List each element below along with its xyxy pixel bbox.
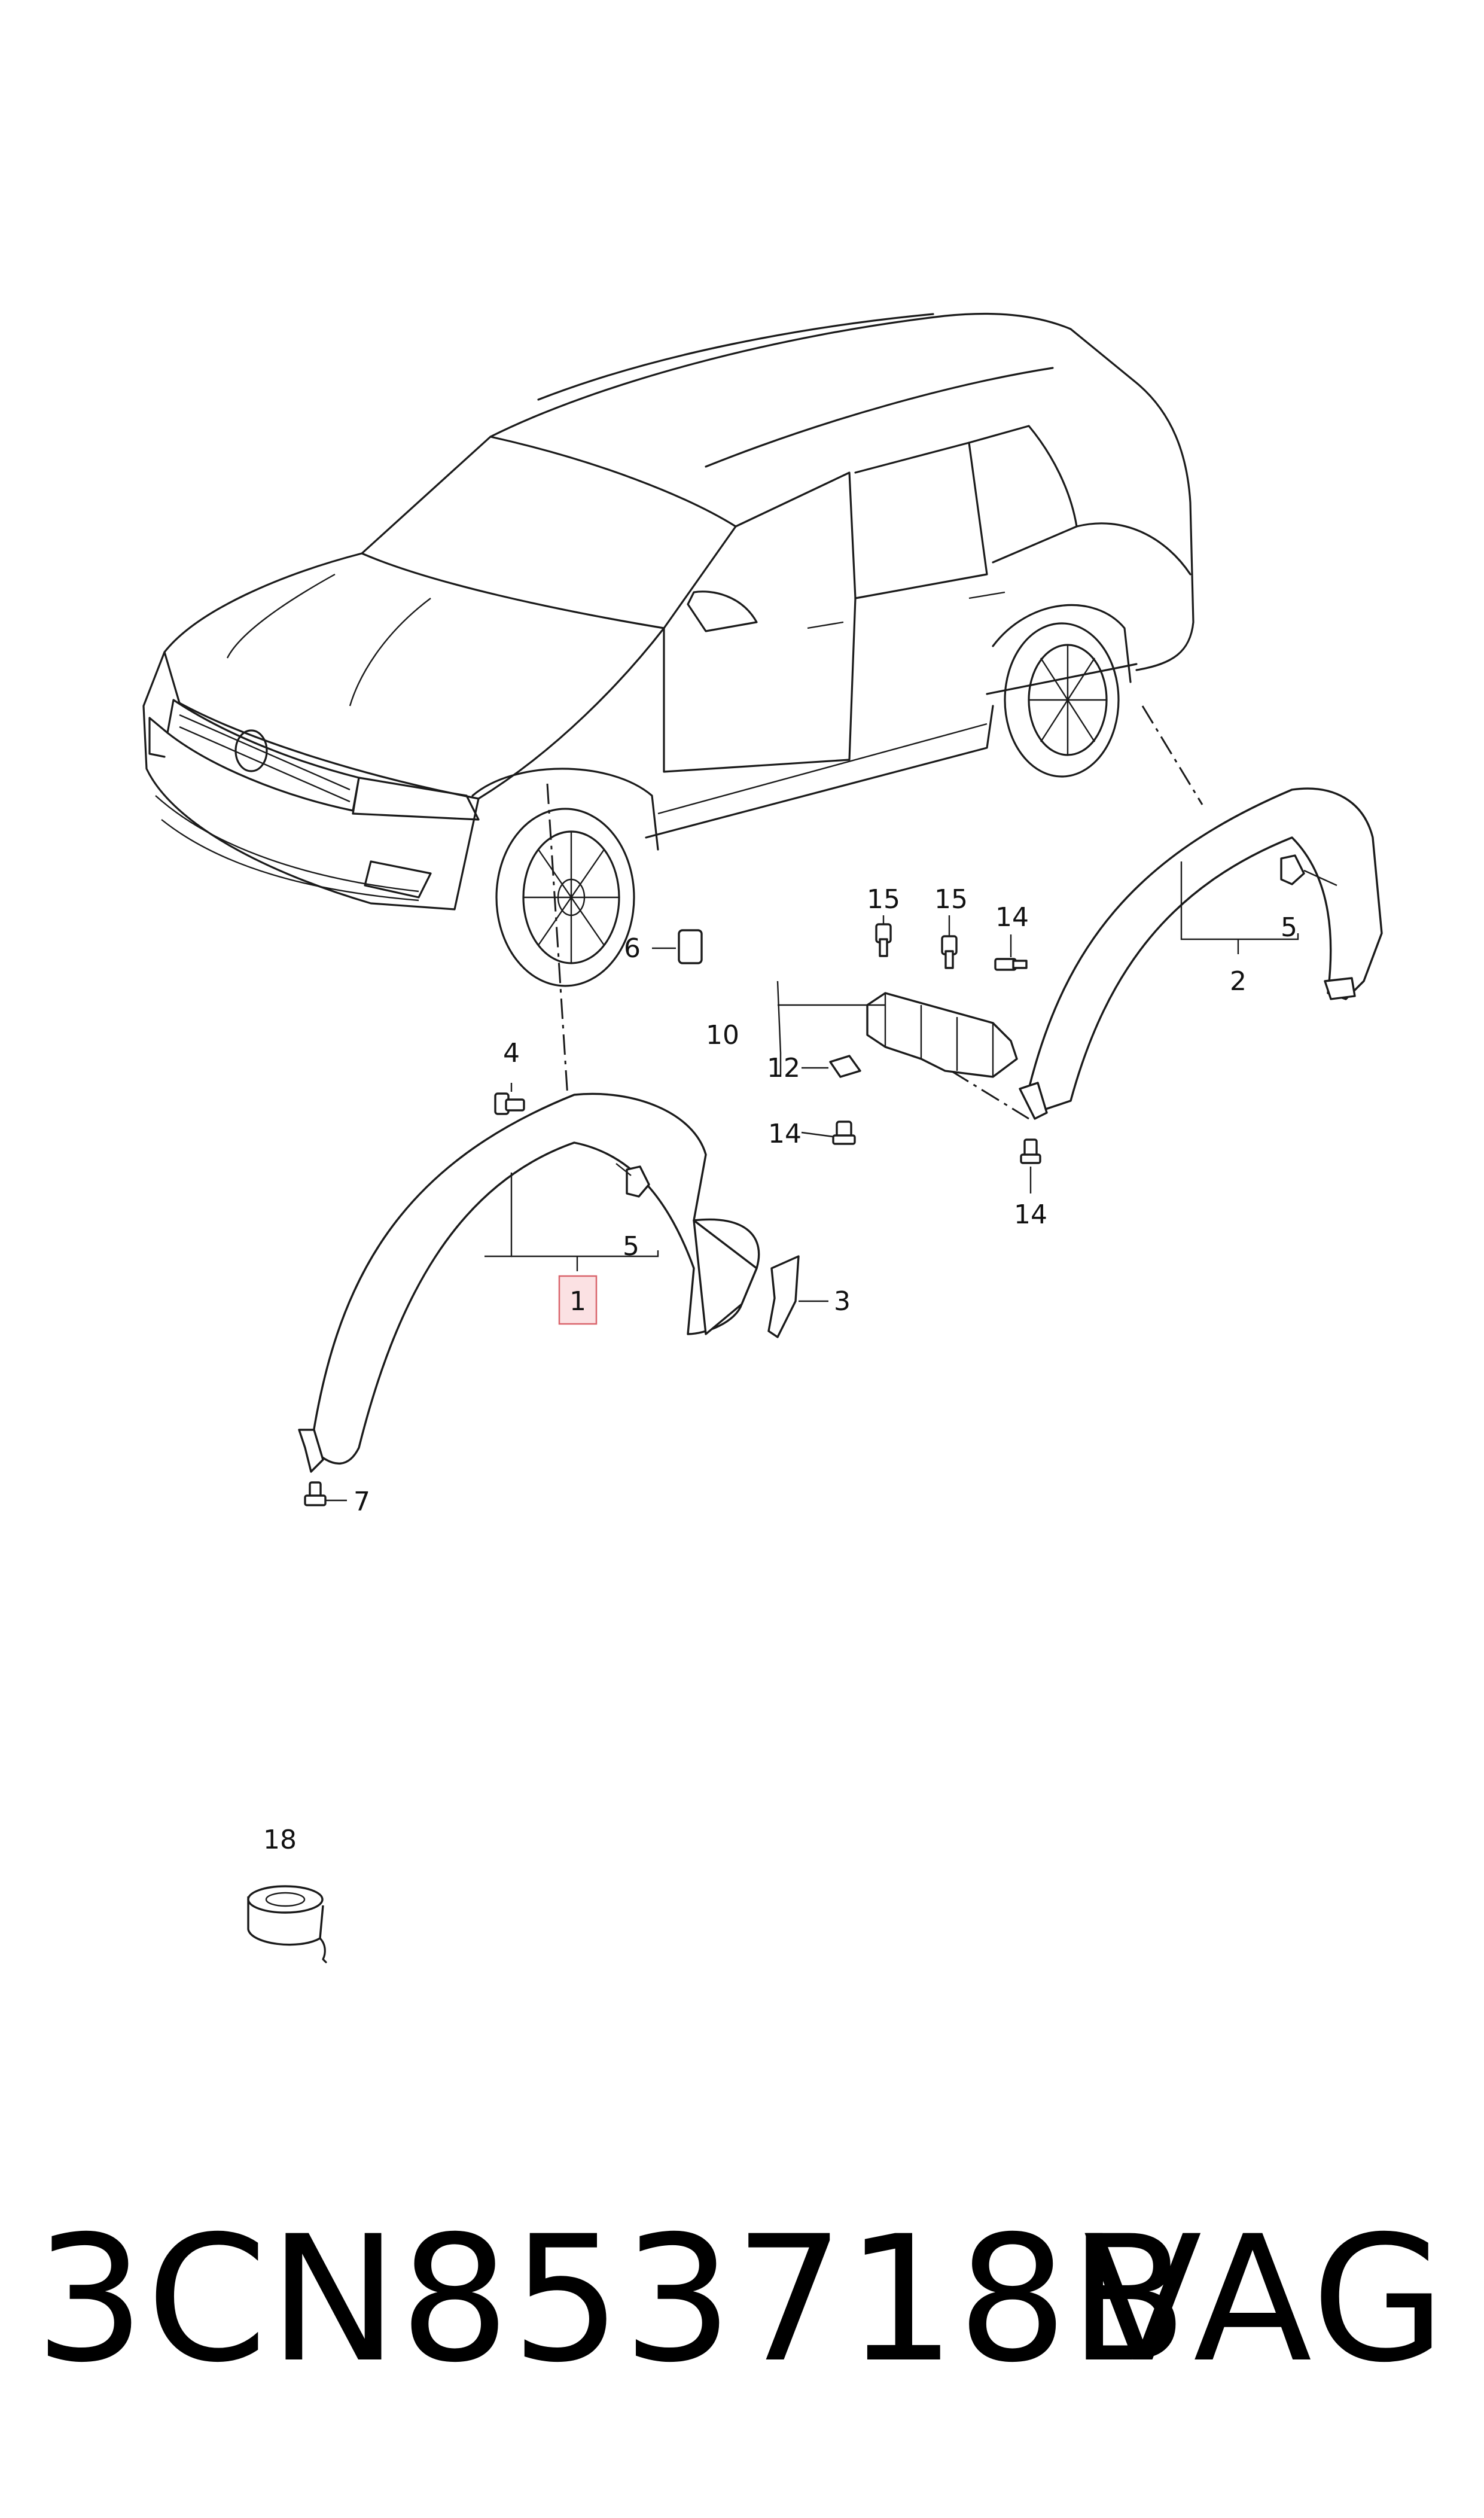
callout-7[interactable]: 7: [354, 1487, 370, 1517]
callout-14-right[interactable]: 14: [1014, 1199, 1047, 1230]
screw-part-14-top: [994, 958, 1028, 971]
screw-part-15-left: [875, 923, 892, 957]
leader-front-wheel: [546, 783, 569, 1107]
leader-rear-wheel: [1141, 705, 1203, 805]
callout-2[interactable]: 2: [1230, 966, 1247, 997]
callout-5-front[interactable]: 5: [623, 1231, 639, 1262]
callout-1[interactable]: 1: [569, 1286, 586, 1317]
callout-5-rear[interactable]: 5: [1281, 912, 1297, 943]
brand-label: VAG: [1083, 2199, 1448, 2401]
callout-15-left[interactable]: 15: [867, 884, 900, 915]
callout-3[interactable]: 3: [834, 1286, 851, 1317]
wheel-arch-trim-part-2: [1019, 787, 1383, 1120]
callout-12[interactable]: 12: [767, 1053, 800, 1083]
clip-part-5-rear: [1280, 854, 1337, 887]
trim-part-3: [767, 1255, 800, 1338]
vehicle-illustration: [142, 312, 1194, 987]
screw-part-14-bottom: [832, 1121, 856, 1145]
clip-part-6: [652, 929, 703, 964]
screw-part-14-right: [1020, 1138, 1041, 1164]
callout-leaders: [326, 861, 1299, 1502]
clip-part-12: [829, 1055, 861, 1078]
callout-6[interactable]: 6: [624, 933, 641, 964]
screw-part-15-right: [941, 935, 958, 969]
callout-10[interactable]: 10: [706, 1020, 739, 1051]
callout-18[interactable]: 18: [263, 1825, 297, 1855]
callout-15-right[interactable]: 15: [934, 884, 968, 915]
tape-roll-part-18: [247, 1885, 327, 1963]
clip-part-5-front: [615, 1163, 650, 1198]
screw-part-7: [304, 1481, 327, 1506]
callout-14-top[interactable]: 14: [995, 902, 1029, 933]
part-number-label: 3CN853718B: [35, 2199, 1189, 2401]
callout-1-highlight: [558, 1275, 598, 1325]
callout-14-bottom[interactable]: 14: [768, 1119, 802, 1149]
leader-bracket: [950, 1070, 1029, 1120]
bracket-part-10: [866, 992, 1018, 1078]
callout-4[interactable]: 4: [503, 1038, 520, 1068]
screw-part-4: [494, 1092, 525, 1115]
wheel-arch-trim-part-1: [298, 1092, 760, 1473]
